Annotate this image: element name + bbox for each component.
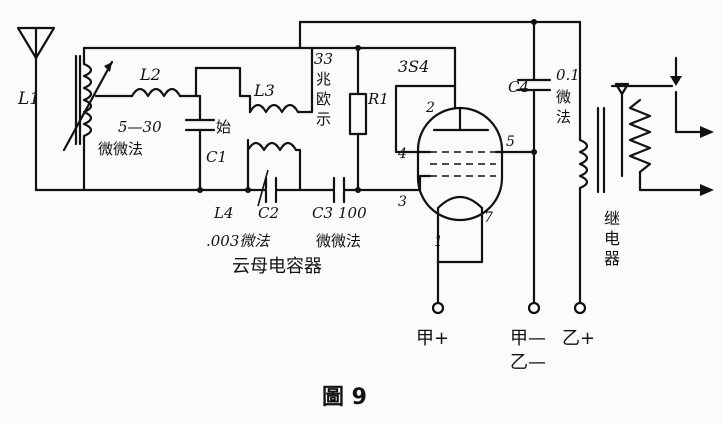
mica-caption: 云母电容器 [232,256,322,277]
c3-unit: 微微法 [316,232,361,250]
capacitor-c1 [184,94,216,192]
coil-l4 [246,138,302,207]
label-l4: L4 [213,204,234,222]
terminal-label-a-plus: 甲+ [416,328,449,349]
relay-contacts [610,56,714,196]
label-c2: C2 [258,204,279,222]
pin-2: 2 [425,100,435,116]
capacitor-c4 [516,20,552,304]
c2-value: .003微法 [206,232,270,250]
pin-3: 3 [398,194,407,210]
coil-l2 [94,87,202,98]
c3-value: 100 [338,204,367,222]
c1-range: 5—30 [118,118,162,136]
label-l1: L1 [17,89,40,109]
tube-screen-wire [394,84,457,154]
label-c4: C4 [508,78,529,96]
relay-label-c: 器 [604,249,620,268]
l3-note-d: 示 [316,110,331,128]
label-r1: R1 [367,90,389,108]
l3-note-b: 兆 [316,70,331,88]
terminal-label-a-minus: 甲— [510,328,546,349]
l3-note-a: 33 [314,50,333,68]
capacitor-c3 [332,176,346,204]
terminal-b-plus [573,301,587,315]
relay-label-a: 继 [604,209,620,228]
coil-l3 [194,46,314,114]
pin-7: 7 [484,210,493,226]
terminal-a-plus [431,301,445,315]
label-l3: L3 [253,81,275,100]
terminal-label-b-minus: 乙— [510,352,546,373]
tube-grid-wire [396,174,432,192]
pin-1: 1 [434,234,443,250]
coil-l1 [62,46,114,192]
label-l2: L2 [139,65,161,84]
antenna-icon [16,26,56,192]
vacuum-tube-3s4 [416,106,504,226]
c4-unit-a: 微 [556,88,571,106]
l3-note-c: 欧 [316,90,331,108]
terminal-label-b-plus: 乙+ [562,328,595,349]
figure-caption: 圖 9 [322,385,367,410]
label-c1: C1 [206,148,227,166]
filament-loop [436,222,484,264]
terminal-a-minus [527,301,541,315]
relay-label-b: 电 [604,229,620,248]
c1-note: 始 [216,118,231,136]
c4-value: 0.1 [556,66,580,84]
c1-range-unit: 微微法 [98,140,143,158]
label-c3: C3 [312,204,333,222]
relay-coil [578,20,606,304]
c4-unit-b: 法 [556,108,571,126]
capacitor-c2 [264,176,278,204]
pin-4: 4 [397,146,407,162]
pin-5: 5 [506,134,515,150]
resistor-r1 [348,46,368,192]
tube-type: 3S4 [398,57,429,76]
